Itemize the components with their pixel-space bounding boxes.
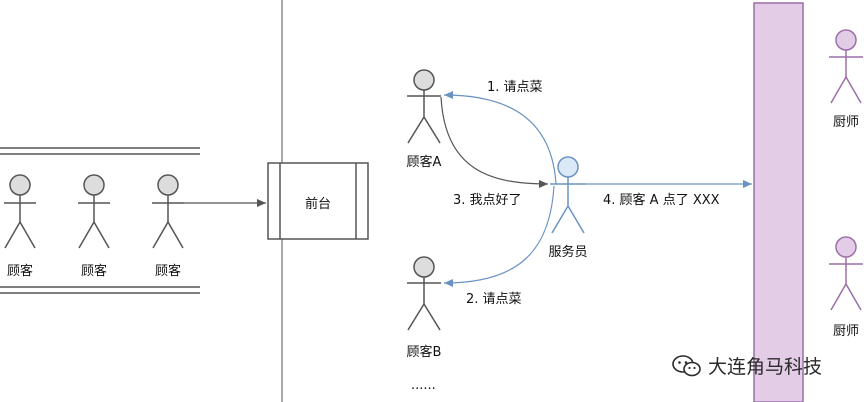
chef-label: 厨师 — [832, 115, 860, 130]
waiter-label: 服务员 — [548, 245, 588, 260]
watermark-text: 大连角马科技 — [708, 356, 823, 378]
customer-b-icon — [407, 256, 441, 331]
queue-customer-label: 顾客 — [6, 264, 34, 279]
wechat-icon — [672, 354, 701, 376]
ask-b-arrow — [443, 185, 555, 287]
customer-a-label: 顾客A — [406, 155, 442, 170]
chef-label: 厨师 — [832, 324, 860, 339]
customer-b-label: 顾客B — [406, 345, 442, 360]
queue-customer-label: 顾客 — [154, 264, 182, 279]
reply-a-label: 3. 我点好了 — [453, 193, 522, 208]
queue-customer-label: 顾客 — [80, 264, 108, 279]
watermark: 大连角马科技 — [672, 352, 822, 379]
front-desk-box — [267, 162, 369, 240]
reply-a-arrow — [440, 96, 549, 188]
waiter-icon — [550, 156, 586, 234]
ask-a-arrow — [443, 91, 557, 185]
queue-customer-icon — [4, 174, 36, 249]
queue-lane-lines — [0, 147, 200, 294]
front-desk-label: 前台 — [304, 197, 332, 212]
queue-customer-icon — [78, 174, 110, 249]
to-kitchen-label: 4. 顾客 A 点了 XXX — [603, 193, 720, 208]
ask-a-label: 1. 请点菜 — [487, 80, 543, 95]
chef-icon — [829, 236, 863, 311]
chef-icon — [829, 29, 863, 104]
ask-b-label: 2. 请点菜 — [466, 292, 522, 307]
customer-a-icon — [407, 69, 441, 144]
more-customers-ellipsis: ...... — [411, 378, 436, 393]
queue-customer-icon — [152, 174, 184, 249]
kitchen-bar — [753, 2, 804, 402]
